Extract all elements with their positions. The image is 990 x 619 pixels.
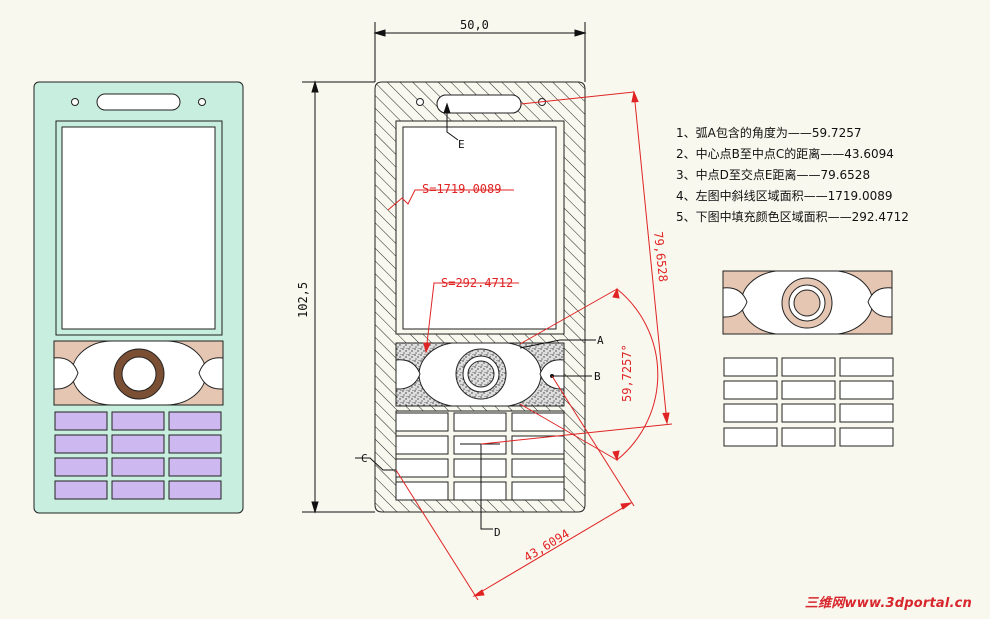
key xyxy=(839,403,894,423)
earpiece-slot xyxy=(96,93,181,111)
detail-keypad xyxy=(723,357,894,447)
red-dimensions xyxy=(387,90,673,601)
width-dimension-label: 50,0 xyxy=(460,18,489,32)
key xyxy=(781,427,836,447)
detail-soft-key-right xyxy=(867,287,893,318)
hatched-area-callout: S=1719.0089 xyxy=(422,182,501,196)
sensor-dot-right xyxy=(198,98,206,106)
key xyxy=(111,434,165,454)
hatched-phone-screen xyxy=(402,126,557,330)
key xyxy=(168,457,222,477)
height-dimension-label: 102,5 xyxy=(296,282,310,318)
key xyxy=(723,427,778,447)
key xyxy=(453,458,507,478)
key xyxy=(168,411,222,431)
detail-joystick-center xyxy=(793,289,821,317)
point-e-label: E xyxy=(458,138,465,151)
key xyxy=(395,412,449,432)
key xyxy=(511,458,565,478)
joystick-center xyxy=(121,356,157,392)
key xyxy=(395,435,449,455)
point-a-label: A xyxy=(597,334,604,347)
key xyxy=(54,457,108,477)
key xyxy=(511,435,565,455)
hatched-joystick-center xyxy=(467,360,495,388)
site-watermark: 三维网www.3dportal.cn xyxy=(804,596,972,611)
note-item: 1、弧A包含的角度为——59.7257 xyxy=(676,126,862,140)
key xyxy=(839,357,894,377)
detail-soft-key-left xyxy=(722,287,748,318)
point-d-label: D xyxy=(494,526,501,539)
key xyxy=(54,411,108,431)
colored-phone xyxy=(33,81,244,514)
key xyxy=(168,480,222,500)
key xyxy=(723,403,778,423)
colored-keypad xyxy=(54,411,222,500)
soft-key-right xyxy=(198,357,224,390)
key xyxy=(395,458,449,478)
key xyxy=(453,481,507,501)
key xyxy=(839,427,894,447)
notes-list: 1、弧A包含的角度为——59.7257 2、中心点B至中点C的距离——43.60… xyxy=(676,123,909,228)
key xyxy=(839,380,894,400)
note-item: 4、左图中斜线区域面积——1719.0089 xyxy=(676,189,893,203)
key xyxy=(111,457,165,477)
key xyxy=(511,481,565,501)
distance-bc-label: 43,6094 xyxy=(521,527,572,565)
key xyxy=(723,380,778,400)
black-dimensions xyxy=(302,22,596,530)
key xyxy=(453,435,507,455)
key xyxy=(111,411,165,431)
soft-key-left xyxy=(53,357,79,390)
key xyxy=(395,481,449,501)
sensor-dot-left xyxy=(71,98,79,106)
filled-area-callout: S=292.4712 xyxy=(441,276,513,290)
note-item: 5、下图中填充颜色区域面积——292.4712 xyxy=(676,210,909,224)
key xyxy=(781,380,836,400)
key xyxy=(111,480,165,500)
point-c-label: C xyxy=(361,452,368,465)
key xyxy=(781,403,836,423)
hatched-keypad xyxy=(395,412,565,501)
hatched-phone-screen-bezel xyxy=(395,120,565,335)
point-b-label: B xyxy=(594,370,601,383)
key xyxy=(54,480,108,500)
detail-drawing xyxy=(722,270,894,447)
note-item: 3、中点D至交点E距离——79.6528 xyxy=(676,168,871,182)
key xyxy=(723,357,778,377)
distance-de-label: 79,6528 xyxy=(651,231,670,283)
screen xyxy=(61,126,216,330)
hatched-phone-drawing xyxy=(374,81,586,513)
key xyxy=(453,412,507,432)
hatched-sensor-left xyxy=(416,98,424,106)
note-item: 2、中心点B至中点C的距离——43.6094 xyxy=(676,147,894,161)
key xyxy=(781,357,836,377)
key xyxy=(511,412,565,432)
key xyxy=(168,434,222,454)
angle-label: 59,7257° xyxy=(620,344,634,402)
hatched-soft-key-left xyxy=(395,359,421,390)
key xyxy=(54,434,108,454)
